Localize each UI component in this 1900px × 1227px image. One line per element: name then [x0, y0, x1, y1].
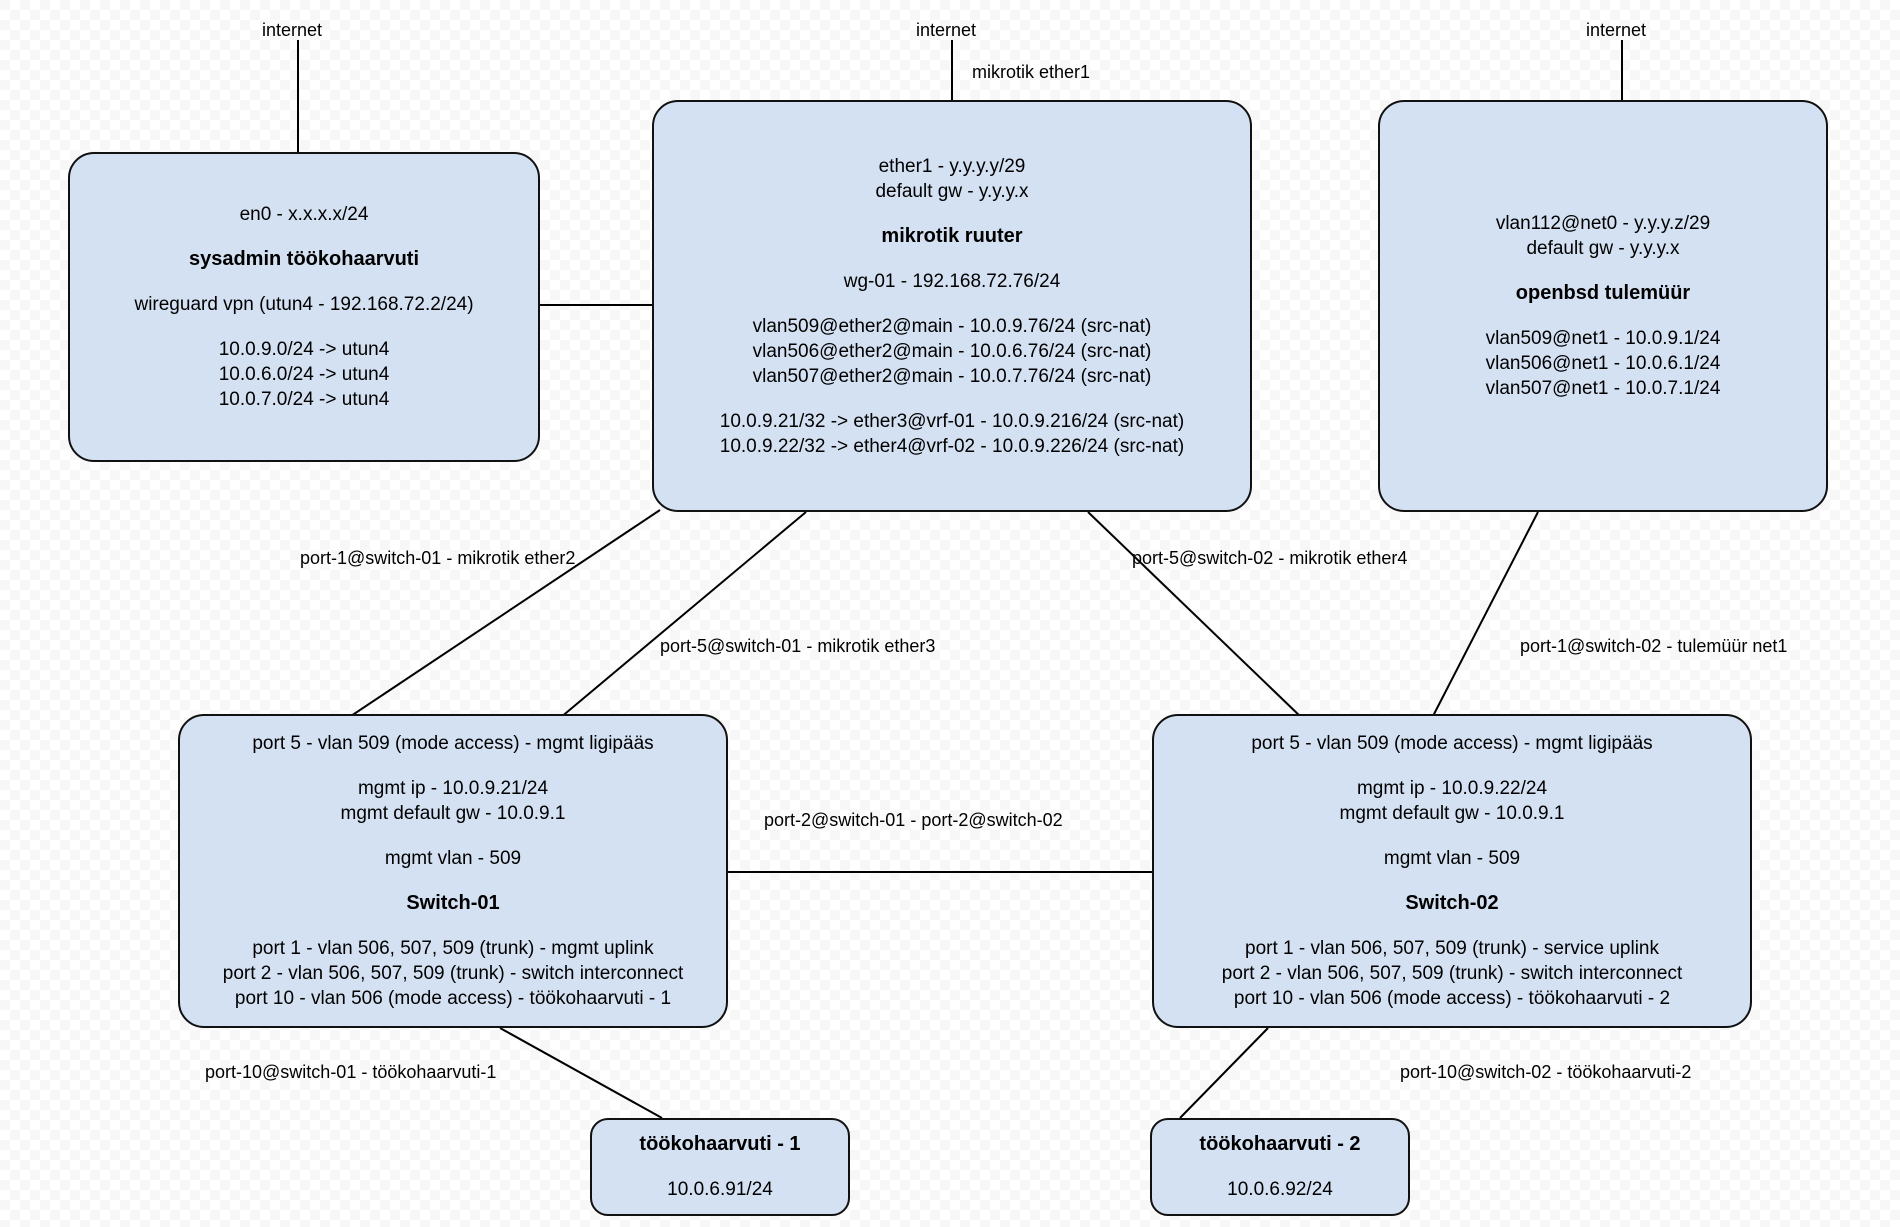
openbsd-vlans: vlan509@net1 - 10.0.9.1/24 vlan506@net1 … [1485, 328, 1721, 399]
edge-label-port10-switch01: port-10@switch-01 - töökohaarvuti-1 [205, 1062, 497, 1082]
edge-switch01-to-workstation1 [499, 1027, 663, 1119]
node-mikrotik-router[interactable]: ether1 - y.y.y.y/29 default gw - y.y.y.x… [652, 100, 1252, 512]
edge-mikrotik-to-switch01-port5 [559, 511, 807, 719]
edge-label-port10-switch02: port-10@switch-02 - töökohaarvuti-2 [1400, 1062, 1692, 1082]
edge-mikrotik-to-switch02-port5 [1087, 511, 1303, 719]
node-sysadmin-laptop[interactable]: en0 - x.x.x.x/24 sysadmin töökohaarvuti … [68, 152, 540, 462]
edge-mikrotik-to-switch01-port1 [347, 509, 661, 719]
edge-label-port5-switch02: port-5@switch-02 - mikrotik ether4 [1132, 548, 1408, 568]
node-workstation-1[interactable]: töökohaarvuti - 1 10.0.6.91/24 [590, 1118, 850, 1216]
sysadmin-en0-line: en0 - x.x.x.x/24 [239, 204, 369, 225]
edge-label-port1-switch02: port-1@switch-02 - tulemüür net1 [1520, 636, 1788, 656]
switch02-title: Switch-02 [1405, 892, 1499, 914]
switch02-port5: port 5 - vlan 509 (mode access) - mgmt l… [1251, 733, 1653, 754]
edge-openbsd-to-switch02-port1 [1431, 511, 1539, 719]
mikrotik-wireguard: wg-01 - 192.168.72.76/24 [843, 270, 1061, 292]
node-workstation-2[interactable]: töökohaarvuti - 2 10.0.6.92/24 [1150, 1118, 1410, 1216]
openbsd-wan: vlan112@net0 - y.y.y.z/29 default gw - y… [1495, 213, 1711, 259]
edge-label-port5-switch01: port-5@switch-01 - mikrotik ether3 [660, 636, 936, 656]
mikrotik-wan: ether1 - y.y.y.y/29 default gw - y.y.y.x [875, 155, 1029, 202]
switch02-mgmt-vlan: mgmt vlan - 509 [1383, 848, 1521, 869]
sysadmin-routes: 10.0.9.0/24 -> utun4 10.0.6.0/24 -> utun… [218, 339, 390, 410]
workstation2-ip: 10.0.6.92/24 [1227, 1179, 1333, 1200]
switch01-title: Switch-01 [406, 892, 500, 914]
switch01-mgmt-ip: mgmt ip - 10.0.9.21/24 mgmt default gw -… [340, 778, 566, 824]
node-openbsd-firewall[interactable]: vlan112@net0 - y.y.y.z/29 default gw - y… [1378, 100, 1828, 512]
switch01-ports: port 1 - vlan 506, 507, 509 (trunk) - mg… [222, 938, 684, 1009]
edge-label-switch-interconnect: port-2@switch-01 - port-2@switch-02 [764, 810, 1063, 830]
mikrotik-vlans: vlan509@ether2@main - 10.0.9.76/24 (src-… [752, 315, 1152, 387]
openbsd-title: openbsd tulemüür [1515, 282, 1691, 304]
mikrotik-vrf-routes: 10.0.9.21/32 -> ether3@vrf-01 - 10.0.9.2… [719, 410, 1185, 457]
workstation2-title: töökohaarvuti - 2 [1199, 1133, 1361, 1155]
mikrotik-ether1-label: mikrotik ether1 [972, 62, 1091, 82]
internet-label-center: internet [916, 20, 977, 40]
internet-label-right: internet [1586, 20, 1647, 40]
switch02-mgmt-ip: mgmt ip - 10.0.9.22/24 mgmt default gw -… [1339, 778, 1565, 824]
switch01-port5: port 5 - vlan 509 (mode access) - mgmt l… [252, 733, 654, 754]
node-switch-02[interactable]: port 5 - vlan 509 (mode access) - mgmt l… [1152, 714, 1752, 1028]
edge-switch02-to-workstation2 [1179, 1027, 1269, 1119]
switch01-mgmt-vlan: mgmt vlan - 509 [384, 848, 522, 869]
sysadmin-title: sysadmin töökohaarvuti [188, 248, 420, 270]
node-switch-01[interactable]: port 5 - vlan 509 (mode access) - mgmt l… [178, 714, 728, 1028]
workstation1-title: töökohaarvuti - 1 [639, 1133, 801, 1155]
switch02-ports: port 1 - vlan 506, 507, 509 (trunk) - se… [1221, 938, 1683, 1009]
workstation1-ip: 10.0.6.91/24 [667, 1179, 773, 1200]
mikrotik-title: mikrotik ruuter [881, 224, 1023, 247]
edge-label-port1-switch01: port-1@switch-01 - mikrotik ether2 [300, 548, 576, 568]
sysadmin-wireguard-line: wireguard vpn (utun4 - 192.168.72.2/24) [134, 294, 474, 315]
internet-label-left: internet [262, 20, 323, 40]
